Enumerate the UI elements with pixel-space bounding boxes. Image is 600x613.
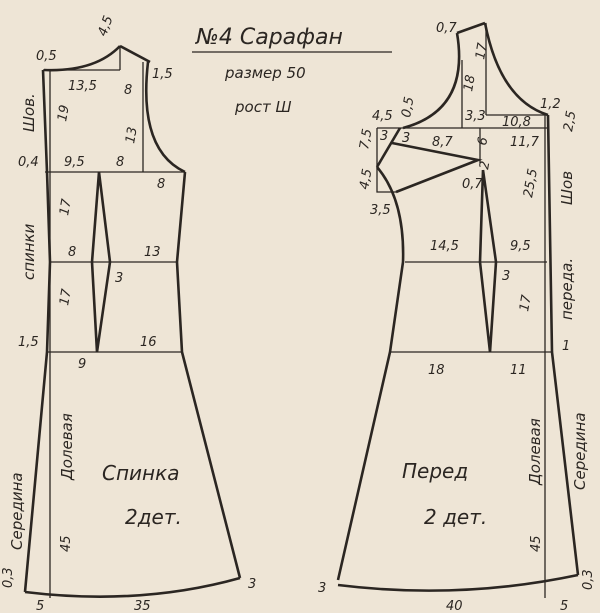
front-armhole — [402, 32, 461, 130]
title-block: №4 Сарафан размер 50 рост Ш — [192, 25, 392, 116]
back-chest-mid: 8 — [116, 155, 124, 170]
front-waist-dart — [478, 169, 498, 353]
front-side-lower: 4,5 — [357, 168, 375, 191]
front-side-minus: 0,5 — [399, 96, 417, 119]
back-hem-rise: 0,3 — [1, 567, 16, 588]
front-top-drop: 2,5 — [561, 110, 579, 133]
front-hem-rise: 0,3 — [581, 569, 596, 590]
back-to-hip: 17 — [57, 287, 75, 307]
front-dart-length: 8,7 — [432, 135, 453, 150]
back-shoulder-seam — [119, 44, 151, 64]
front-waist-dart-width: 3 — [502, 269, 510, 284]
front-hip-offset: 1 — [562, 339, 570, 354]
back-armhole — [144, 61, 186, 174]
size-label: размер 50 — [224, 64, 306, 82]
back-piece: 0,5 4,5 1,5 13,5 8 19 13 0,4 9,5 8 8 17 … — [1, 14, 256, 613]
back-side-seam — [175, 171, 242, 579]
back-shoulder-depth: 8 — [124, 83, 132, 98]
back-seam-label: Шов. — [20, 93, 38, 132]
pattern-title: №4 Сарафан — [195, 25, 343, 50]
front-piece: 0,7 17 18 3,3 1,2 10,8 2,5 4,5 0,5 7,5 3… — [318, 21, 596, 613]
front-to-hip: 17 — [517, 293, 535, 313]
back-hem-flare: 3 — [248, 577, 256, 592]
back-hip-right: 16 — [140, 335, 157, 350]
front-seam-label: Шов — [558, 171, 576, 205]
back-center-line — [23, 69, 52, 593]
front-neck-width: 3,3 — [465, 109, 486, 124]
front-side-top: 4,5 — [372, 109, 393, 124]
back-neck-width: 13,5 — [68, 79, 97, 94]
front-side-offset: 1,2 — [540, 97, 561, 112]
back-waist-left: 8 — [68, 245, 76, 260]
back-bottom-offset: 5 — [36, 599, 44, 613]
back-middle-label: Середина — [8, 472, 26, 550]
front-strap-offset: 0,7 — [436, 21, 457, 36]
front-piece-name: Перед — [402, 459, 468, 483]
front-piece-count: 2 дет. — [424, 505, 487, 529]
front-hip-left: 18 — [428, 363, 445, 378]
front-side-seam — [336, 166, 405, 581]
front-armhole-low: 3,5 — [370, 203, 391, 218]
front-middle-label: Середина — [571, 412, 589, 490]
back-seam-offset: 0,4 — [18, 155, 39, 170]
front-dart-vert: 6 — [475, 136, 491, 147]
back-to-waist: 17 — [57, 197, 75, 217]
back-grain-label: Долевая — [58, 413, 76, 481]
front-dart-top: 3 — [380, 129, 388, 144]
front-hip-right: 11 — [510, 363, 527, 378]
back-hem-width: 35 — [134, 599, 151, 613]
front-hem-flare: 3 — [318, 581, 326, 596]
front-dart-offset: 0,7 — [462, 177, 483, 192]
back-skirt-length: 45 — [59, 535, 74, 552]
back-dart — [90, 171, 112, 353]
front-chest-right: 11,7 — [510, 135, 540, 150]
front-side-box — [376, 128, 396, 193]
front-neck-top: 10,8 — [502, 115, 531, 130]
back-shoulder: 4,5 — [95, 14, 116, 39]
back-shoulder-drop: 1,5 — [152, 67, 173, 82]
front-hem-width: 40 — [446, 599, 463, 613]
front-bottom-offset: 5 — [560, 599, 568, 613]
front-dart-inner: 3 — [402, 131, 410, 146]
front-bust-dart — [375, 127, 483, 194]
back-hem — [24, 576, 241, 598]
back-chest-right: 8 — [157, 177, 165, 192]
front-side-dart-height: 7,5 — [357, 128, 375, 151]
back-hip-left: 9 — [78, 357, 86, 372]
front-neckline — [483, 22, 549, 117]
back-neck-drop: 0,5 — [36, 49, 57, 64]
back-length: 19 — [55, 104, 73, 123]
front-grain-label: Долевая — [526, 418, 544, 486]
front-dart-vert2: 2 — [477, 160, 493, 171]
front-length: 25,5 — [521, 168, 541, 199]
back-dart-width: 3 — [115, 271, 123, 286]
front-waist-right: 9,5 — [510, 239, 531, 254]
front-hem — [337, 573, 579, 592]
front-neck-depth: 18 — [461, 74, 479, 93]
back-hip-offset: 1,5 — [18, 335, 39, 350]
back-waist-right: 13 — [144, 245, 161, 260]
back-armhole-depth: 13 — [123, 126, 141, 145]
back-neckline — [43, 45, 121, 72]
back-chest-left: 9,5 — [64, 155, 85, 170]
back-piece-count: 2дет. — [125, 505, 182, 529]
front-waist-left: 14,5 — [430, 239, 459, 254]
back-piece-name: Спинка — [102, 461, 179, 485]
front-skirt-length: 45 — [529, 535, 544, 552]
front-strap-length: 17 — [473, 41, 491, 61]
front-seam-label-2: переда. — [558, 258, 576, 320]
back-seam-label-2: спинки — [20, 223, 38, 280]
height-label: рост Ш — [234, 98, 292, 116]
front-strap-top — [456, 21, 486, 35]
